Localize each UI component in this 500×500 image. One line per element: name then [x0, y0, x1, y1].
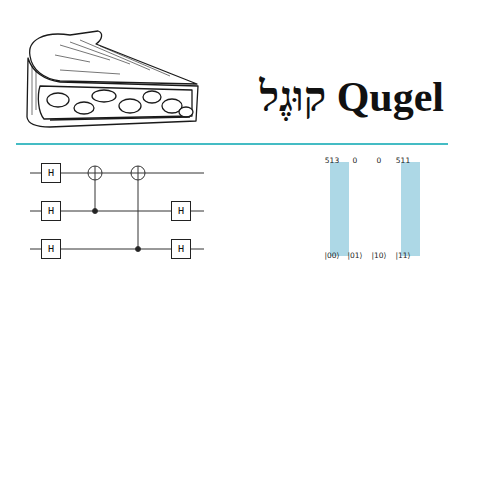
- filling-piece: [179, 107, 193, 117]
- gate-label: H: [178, 206, 185, 217]
- count-value: 0: [353, 157, 358, 165]
- pie-top: [30, 31, 197, 84]
- qubit-wire: [191, 249, 204, 250]
- cnot-target: [138, 166, 139, 180]
- hadamard-gate: H: [41, 201, 61, 221]
- page-title: קוּגֶל Qugel: [0, 76, 444, 118]
- hadamard-gate: H: [171, 201, 191, 221]
- circuit-wires: [30, 173, 204, 249]
- cnot-control: [136, 247, 141, 252]
- hadamard-gate: H: [41, 239, 61, 259]
- histogram-bar: [330, 162, 349, 256]
- cnot-target: [95, 166, 96, 180]
- basis-state: |00⟩: [325, 252, 340, 260]
- qubit-wire: [30, 211, 41, 212]
- cnot-line: [138, 173, 139, 249]
- gate-label: H: [48, 206, 55, 217]
- pie-hatching: [32, 40, 170, 115]
- pie-filling: [38, 86, 192, 119]
- cnot-control: [93, 209, 98, 214]
- histogram-bar: [401, 162, 420, 256]
- count-value: 0: [377, 157, 382, 165]
- pie-illustration: [27, 31, 198, 127]
- basis-state: |01⟩: [348, 252, 363, 260]
- hadamard-gate: H: [41, 163, 61, 183]
- crust-line: [50, 117, 190, 120]
- cnot-target: [88, 166, 102, 180]
- gate-label: H: [178, 244, 185, 255]
- cnot-gate: [88, 166, 102, 214]
- count-value: 511: [396, 157, 410, 165]
- basis-state: |10⟩: [372, 252, 387, 260]
- filling-piece: [74, 102, 94, 114]
- filling-piece: [47, 93, 69, 107]
- cnot-gate: [131, 166, 145, 252]
- count-value: 513: [325, 157, 339, 165]
- qubit-wire: [30, 249, 41, 250]
- gate-label: H: [48, 244, 55, 255]
- cnot-target: [131, 166, 145, 180]
- filling-piece: [143, 91, 161, 103]
- title-rule: [16, 143, 448, 145]
- qubit-wire: [191, 211, 204, 212]
- gate-label: H: [48, 168, 55, 179]
- qubit-wire: [61, 249, 171, 250]
- qubit-wire: [61, 211, 171, 212]
- hadamard-gate: H: [171, 239, 191, 259]
- filling-piece: [92, 90, 116, 102]
- basis-state: |11⟩: [396, 252, 411, 260]
- filling-piece: [119, 99, 141, 113]
